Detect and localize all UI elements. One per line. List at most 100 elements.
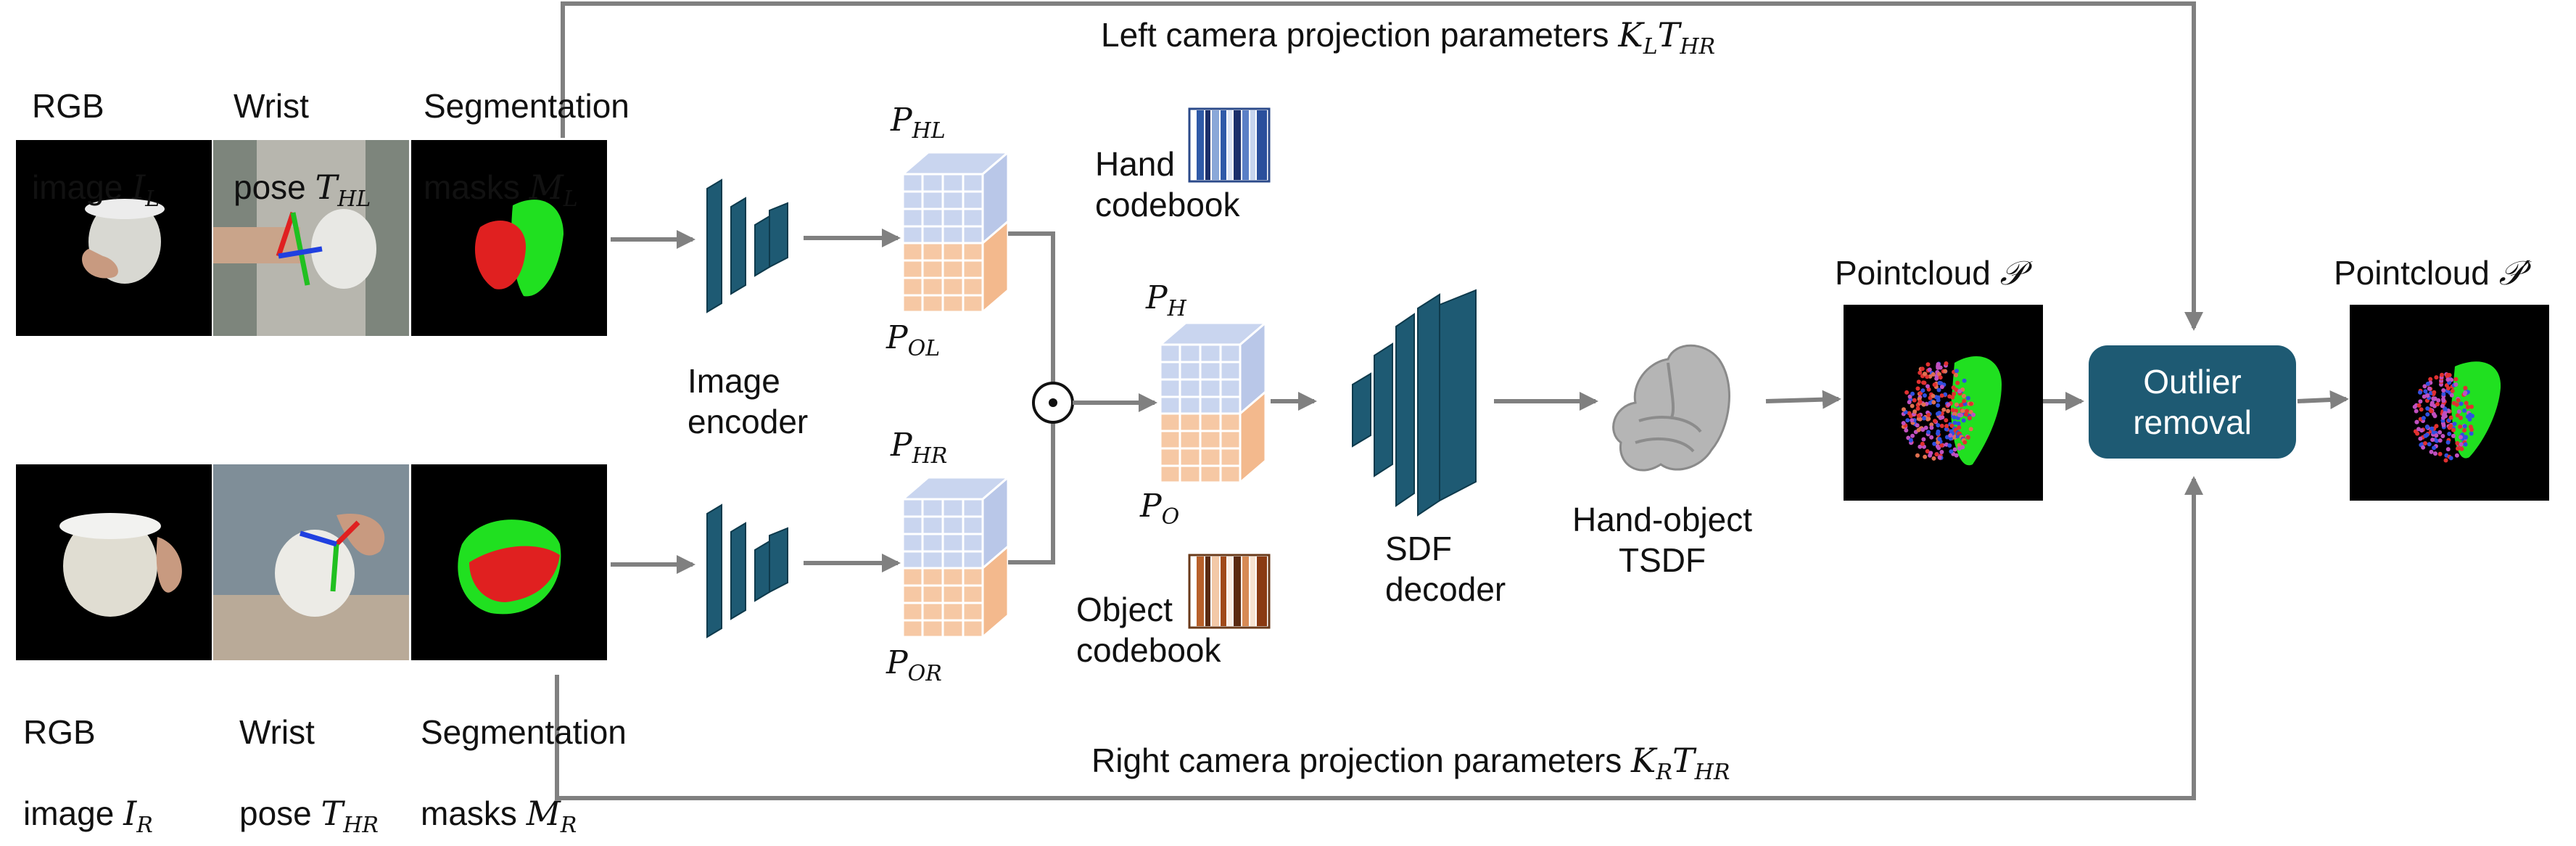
point-dot xyxy=(1926,430,1931,435)
point-dot xyxy=(1925,362,1931,367)
point-dot xyxy=(1929,425,1934,430)
point-dot xyxy=(1938,375,1943,380)
point-dot xyxy=(1952,447,1957,452)
symbol-k-sub: R xyxy=(1656,760,1672,786)
point-dot xyxy=(1961,393,1966,398)
point-dot xyxy=(2441,392,2446,396)
point-dot xyxy=(1959,403,1963,408)
symbol-m: M xyxy=(526,794,561,833)
p-h-symbol: P xyxy=(1146,279,1168,316)
pipeline-diagram xyxy=(555,1,2549,800)
point-dot xyxy=(2418,436,2423,441)
symbol-i: I xyxy=(132,168,146,207)
p-hr-label: PHR xyxy=(891,427,947,475)
point-dot xyxy=(2465,405,2470,409)
point-dot xyxy=(1920,388,1925,393)
arrow-tsdf-to-pointcloud xyxy=(1765,390,1841,409)
tsdf-mesh-icon xyxy=(1612,344,1730,472)
p-hr-sub: HR xyxy=(912,443,948,469)
point-dot xyxy=(1923,454,1928,459)
point-dot xyxy=(2424,424,2430,430)
point-dot xyxy=(1932,382,1937,387)
point-dot xyxy=(2425,406,2430,411)
symbol-i-sub: L xyxy=(145,186,160,213)
point-dot xyxy=(1925,374,1930,379)
point-dot xyxy=(2445,440,2451,445)
symbol-m-sub: R xyxy=(560,813,577,839)
point-dot xyxy=(1923,425,1928,430)
wrist-pose-right xyxy=(213,464,409,660)
symbol-t: T xyxy=(1672,741,1695,780)
point-dot xyxy=(2462,408,2467,413)
point-dot xyxy=(2429,408,2434,414)
label-seg-right: Segmentation masks MR xyxy=(421,671,627,846)
point-dot xyxy=(1949,423,1954,428)
point-dot xyxy=(2421,445,2426,450)
point-dot xyxy=(1956,421,1961,426)
symbol-m: M xyxy=(529,168,564,207)
point-dot xyxy=(1917,370,1923,375)
p-h-sub: H xyxy=(1167,295,1186,321)
point-dot xyxy=(1907,400,1912,405)
point-dot xyxy=(1938,365,1943,370)
point-dot xyxy=(2422,384,2427,389)
p-hl-sub: HL xyxy=(912,118,946,144)
point-dot xyxy=(1944,418,1949,423)
wrist-pose-left xyxy=(213,140,409,336)
label-rgb-right-line1: RGB xyxy=(23,713,96,751)
rgb-image-left xyxy=(16,140,212,336)
point-dot xyxy=(1962,398,1967,403)
point-dot xyxy=(1968,401,1973,406)
point-dot xyxy=(2422,394,2427,399)
point-dot xyxy=(1944,427,1949,432)
point-dot xyxy=(2412,404,2417,409)
point-dot xyxy=(2464,401,2469,406)
point-dot xyxy=(1955,380,1960,385)
point-dot xyxy=(2451,401,2456,406)
point-dot xyxy=(1912,409,1917,414)
point-dot xyxy=(2432,414,2437,419)
point-dot xyxy=(2433,451,2437,456)
point-dot xyxy=(1954,373,1959,377)
label-rgb-left: RGB image IL xyxy=(32,45,160,220)
label-rgb-right: RGB image IR xyxy=(23,671,153,846)
point-dot xyxy=(1947,443,1952,448)
point-dot xyxy=(1962,440,1968,445)
point-dot xyxy=(2443,411,2448,416)
point-dot xyxy=(2451,427,2456,432)
point-dot xyxy=(2432,390,2437,395)
point-dot xyxy=(2462,424,2467,429)
point-dot xyxy=(2423,389,2428,394)
point-dot xyxy=(1931,393,1936,398)
hand-codebook-label: Hand codebook xyxy=(1095,145,1240,223)
label-wrist-right-line2: pose xyxy=(239,794,321,832)
left-camera-label-text: Left camera projection parameters xyxy=(1101,16,1619,54)
feature-cube-right xyxy=(899,475,1012,640)
symbol-i-sub: R xyxy=(136,813,153,839)
point-dot xyxy=(1916,413,1921,418)
point-dot xyxy=(1917,399,1923,404)
point-dot xyxy=(2437,451,2443,456)
point-dot xyxy=(1925,449,1930,453)
odot-dot xyxy=(1049,398,1057,407)
p-hr-symbol: P xyxy=(891,427,912,464)
feature-cube-left xyxy=(899,149,1012,315)
pointcloud-prime-panel xyxy=(2350,305,2549,501)
point-dot xyxy=(1957,446,1962,451)
symbol-k: K xyxy=(1618,15,1643,54)
point-dot xyxy=(2440,372,2444,377)
point-dot xyxy=(1971,412,1976,417)
point-dot xyxy=(2463,385,2468,390)
point-dot xyxy=(1928,401,1933,406)
point-dot xyxy=(1960,408,1965,414)
segmentation-mask-left xyxy=(411,140,607,336)
point-dot xyxy=(1939,385,1944,390)
point-dot xyxy=(2437,438,2443,443)
sdf-decoder-label: SDF decoder xyxy=(1385,530,1506,608)
point-dot xyxy=(2469,404,2474,409)
point-dot xyxy=(1915,386,1920,391)
point-dot xyxy=(2425,412,2430,417)
segmentation-mask-right xyxy=(411,464,607,660)
point-dot xyxy=(1916,379,1921,385)
point-dot xyxy=(1917,444,1923,449)
